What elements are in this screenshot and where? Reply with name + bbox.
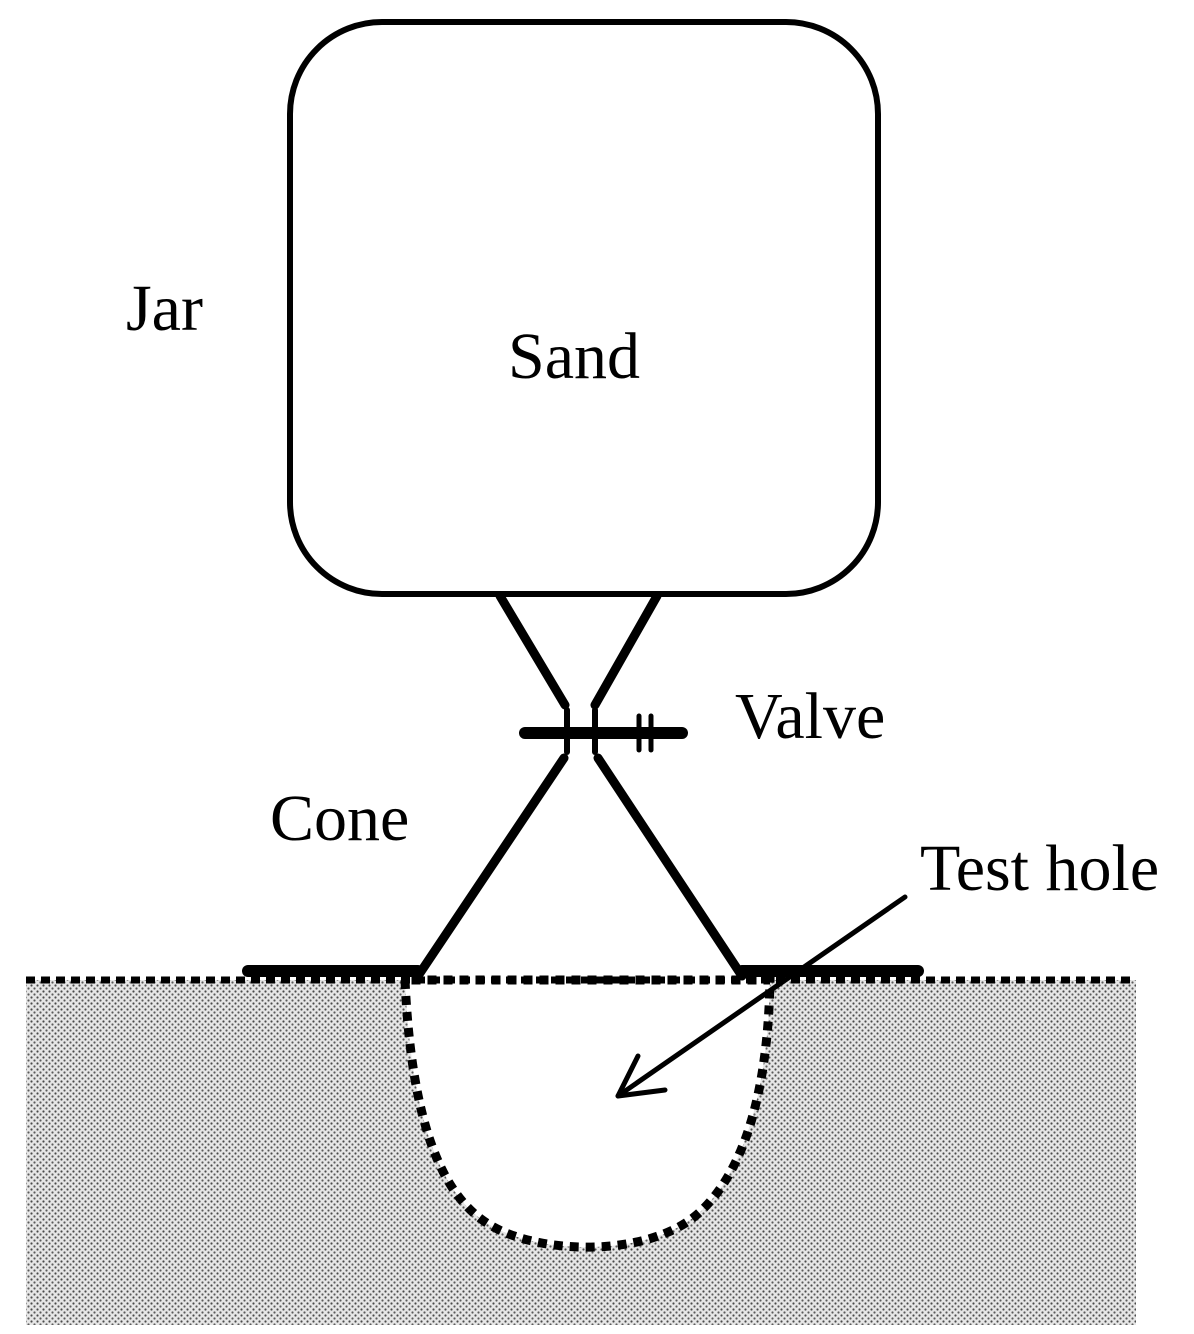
jar-neck-right [590,591,662,710]
label-sand: Sand [508,320,640,393]
label-jar: Jar [126,272,203,345]
label-cone: Cone [270,782,409,855]
test-hole [400,975,775,1252]
label-test-hole: Test hole [920,832,1159,905]
jar-outline [287,19,881,597]
valve [519,707,688,755]
jar-neck-left [495,591,570,710]
label-valve: Valve [735,680,885,753]
cone-left-wall [413,753,569,981]
cone-right-wall [593,753,747,981]
test-hole-arrow [615,894,908,1099]
